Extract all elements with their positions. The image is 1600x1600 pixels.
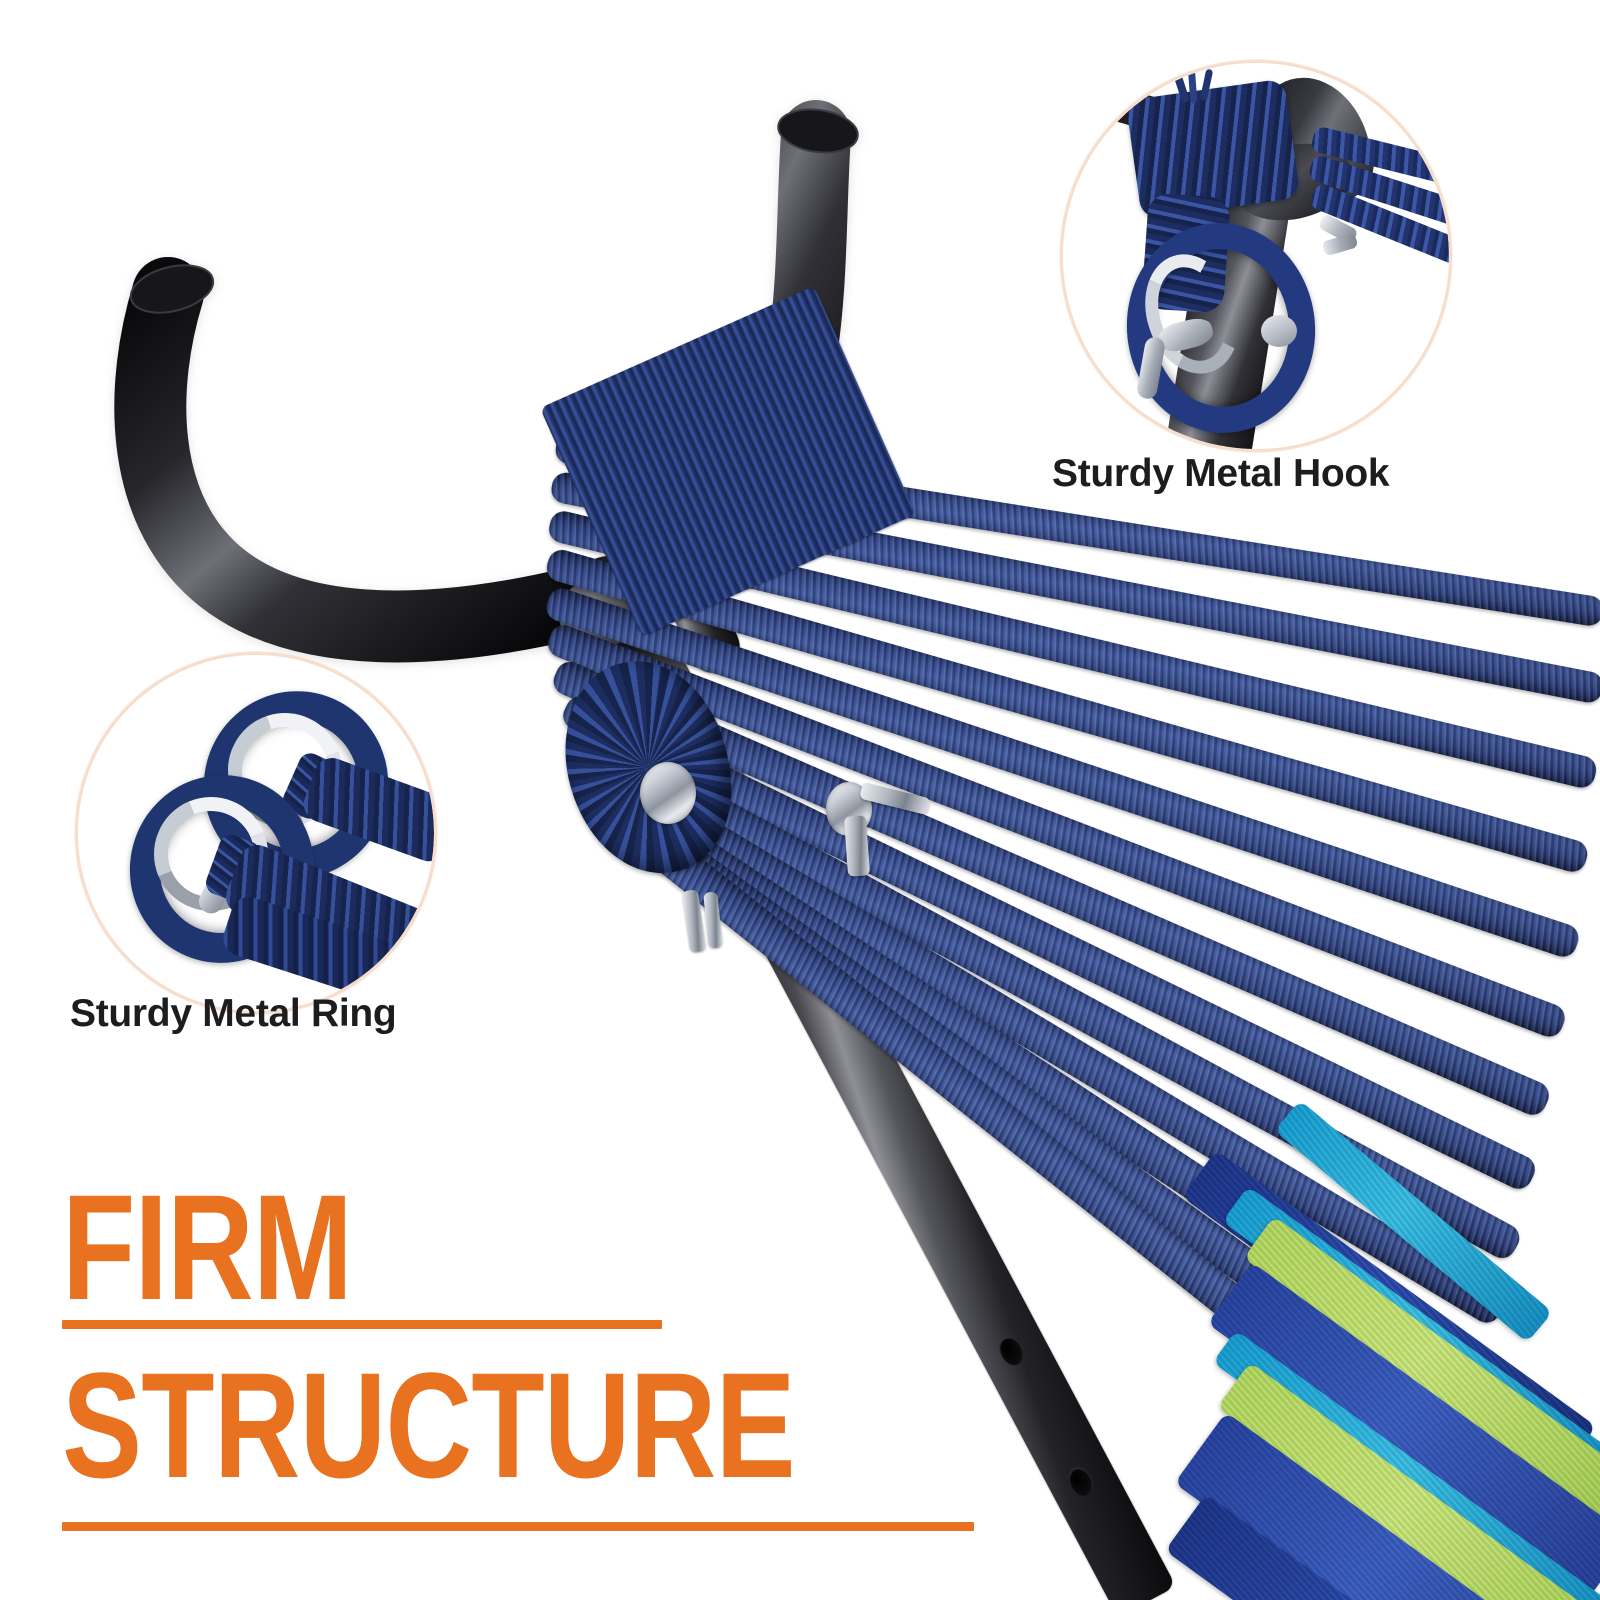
sturdy-metal-ring-label: Sturdy Metal Ring [70,992,397,1035]
headline-line-structure: STRUCTURE [62,1341,796,1509]
pole-adjustment-hole [994,1332,1029,1370]
hook-arm-left [114,255,680,675]
headline-rule-top [62,1320,662,1329]
headline-rule-bottom [62,1522,974,1531]
sturdy-metal-hook-image [1063,63,1449,449]
pole-adjustment-hole [1064,1463,1098,1501]
headline-block: FIRM STRUCTURE [62,1163,978,1509]
pole-upper-section [601,420,748,681]
hook-arm-right [520,95,940,655]
sturdy-metal-hook-label: Sturdy Metal Hook [1052,452,1390,495]
sturdy-metal-ring-image [78,655,434,1011]
sturdy-metal-hook-bubble [1060,60,1452,452]
headline-line-firm: FIRM [62,1163,353,1331]
sturdy-metal-ring-bubble [75,652,437,1014]
